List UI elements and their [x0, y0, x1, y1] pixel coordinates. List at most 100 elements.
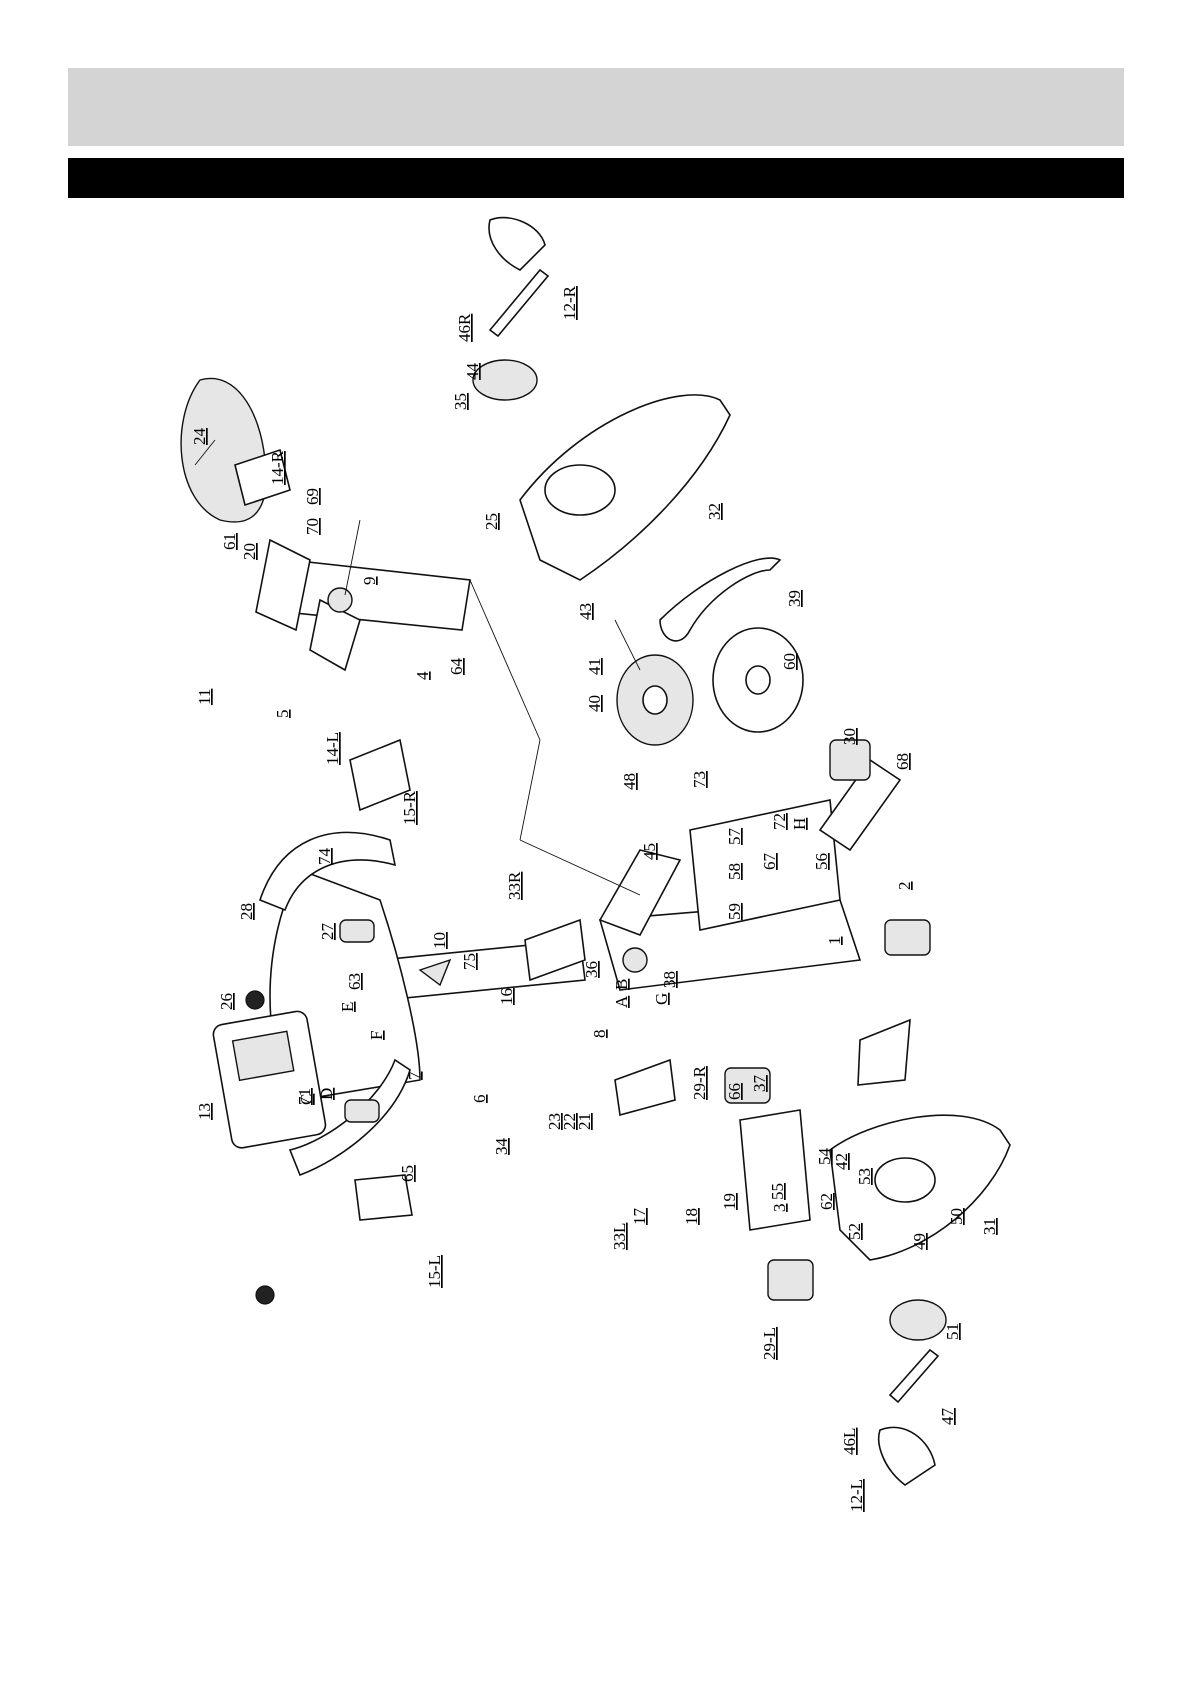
tension-knob-8 [623, 948, 647, 972]
callout-55: 55 [768, 1183, 787, 1200]
callout-69: 69 [303, 488, 322, 505]
callout-46r: 46R [455, 313, 474, 342]
callout-2: 2 [895, 882, 914, 891]
callout-53: 53 [855, 1168, 874, 1185]
callout-51: 51 [943, 1323, 962, 1340]
callout-c: C [297, 1094, 316, 1105]
callout-27: 27 [318, 923, 337, 941]
crank-cover-right [473, 360, 537, 400]
callout-26: 26 [217, 993, 236, 1010]
callout-11: 11 [195, 689, 214, 705]
callout-40: 40 [585, 695, 604, 712]
callout-36: 36 [582, 961, 601, 978]
magnet-bracket [858, 1020, 910, 1085]
callout-17: 17 [630, 1208, 649, 1226]
callout-3: 3 [770, 1204, 789, 1213]
grip-27-top [340, 920, 374, 942]
callout-20: 20 [240, 543, 259, 560]
console [212, 1010, 327, 1150]
callout-32: 32 [705, 503, 724, 520]
callout-43: 43 [576, 603, 595, 620]
callout-6: 6 [470, 1095, 489, 1104]
callout-12-l: 12-L [847, 1479, 866, 1512]
callout-h: H [790, 818, 809, 830]
callout-73: 73 [690, 771, 709, 788]
callout-4: 4 [413, 671, 432, 680]
callout-29-r: 29-R [690, 1065, 709, 1100]
callout-63: 63 [345, 973, 364, 990]
seat-slider [256, 540, 310, 630]
callout-24: 24 [190, 428, 209, 446]
callout-58: 58 [725, 863, 744, 880]
callout-15-r: 15-R [400, 790, 419, 825]
callout-62: 62 [817, 1193, 836, 1210]
callout-18: 18 [682, 1208, 701, 1225]
chain-guard-right [520, 395, 730, 580]
callout-46l: 46L [840, 1428, 859, 1455]
callout-e: E [338, 1002, 357, 1012]
callout-39: 39 [785, 590, 804, 607]
callout-50: 50 [947, 1208, 966, 1225]
callout-48: 48 [620, 773, 639, 790]
callout-19: 19 [720, 1193, 739, 1210]
callout-45: 45 [640, 843, 659, 860]
callout-a: A [612, 995, 631, 1008]
callout-15-l: 15-L [425, 1255, 444, 1288]
callout-64: 64 [447, 658, 466, 676]
callout-b: B [612, 979, 631, 990]
callout-56: 56 [812, 853, 831, 870]
seat-knob [328, 588, 352, 612]
callout-f: F [367, 1031, 386, 1040]
callout-10: 10 [430, 932, 449, 949]
crank-axle [615, 620, 640, 670]
callout-29-l: 29-L [760, 1327, 779, 1360]
callout-66: 66 [725, 1083, 744, 1100]
callout-70: 70 [303, 518, 322, 535]
callout-41: 41 [585, 658, 604, 675]
callout-16: 16 [497, 988, 516, 1005]
callout-67: 67 [760, 853, 779, 871]
callout-52: 52 [845, 1223, 864, 1240]
callout-33r: 33R [505, 871, 524, 900]
shroud-left [615, 1060, 675, 1115]
crank-arm-right [490, 270, 548, 336]
callout-57: 57 [725, 828, 744, 846]
title-band [68, 68, 1124, 146]
callout-75: 75 [460, 953, 479, 970]
callout-14-l: 14-L [323, 732, 342, 765]
end-cap-30-bottom [885, 920, 930, 955]
callout-13: 13 [195, 1103, 214, 1120]
end-cap-30-top [830, 740, 870, 780]
section-header-bar [68, 158, 1124, 198]
crank-cover-left [890, 1300, 946, 1340]
callout-37: 37 [750, 1075, 769, 1093]
callout-25: 25 [482, 513, 501, 530]
callout-33l: 33L [610, 1223, 629, 1250]
callout-28: 28 [237, 903, 256, 920]
callout-54: 54 [815, 1148, 834, 1166]
grip-27-bottom [345, 1100, 379, 1122]
callout-72: 72 [770, 813, 789, 830]
callout-g: G [652, 993, 671, 1005]
callout-65: 65 [398, 1165, 417, 1182]
callout-74: 74 [315, 848, 334, 866]
callout-31: 31 [980, 1218, 999, 1235]
callout-12-r: 12-R [560, 285, 579, 320]
crank-arm-left [890, 1350, 938, 1402]
callout-42: 42 [832, 1153, 851, 1170]
callout-23: 23 [545, 1113, 564, 1130]
callout-61: 61 [220, 533, 239, 550]
callout-34: 34 [492, 1138, 511, 1156]
callout-44: 44 [463, 363, 482, 381]
flywheel [713, 628, 803, 732]
callout-5: 5 [273, 710, 292, 719]
callout-47: 47 [938, 1408, 957, 1426]
callout-8: 8 [590, 1030, 609, 1039]
pedal-right [489, 218, 545, 270]
callout-9: 9 [360, 577, 379, 586]
callout-68: 68 [893, 753, 912, 770]
callout-7: 7 [405, 1071, 424, 1080]
pedal-left [879, 1427, 935, 1485]
seat-post [285, 560, 470, 630]
cap-26-top [246, 991, 264, 1009]
